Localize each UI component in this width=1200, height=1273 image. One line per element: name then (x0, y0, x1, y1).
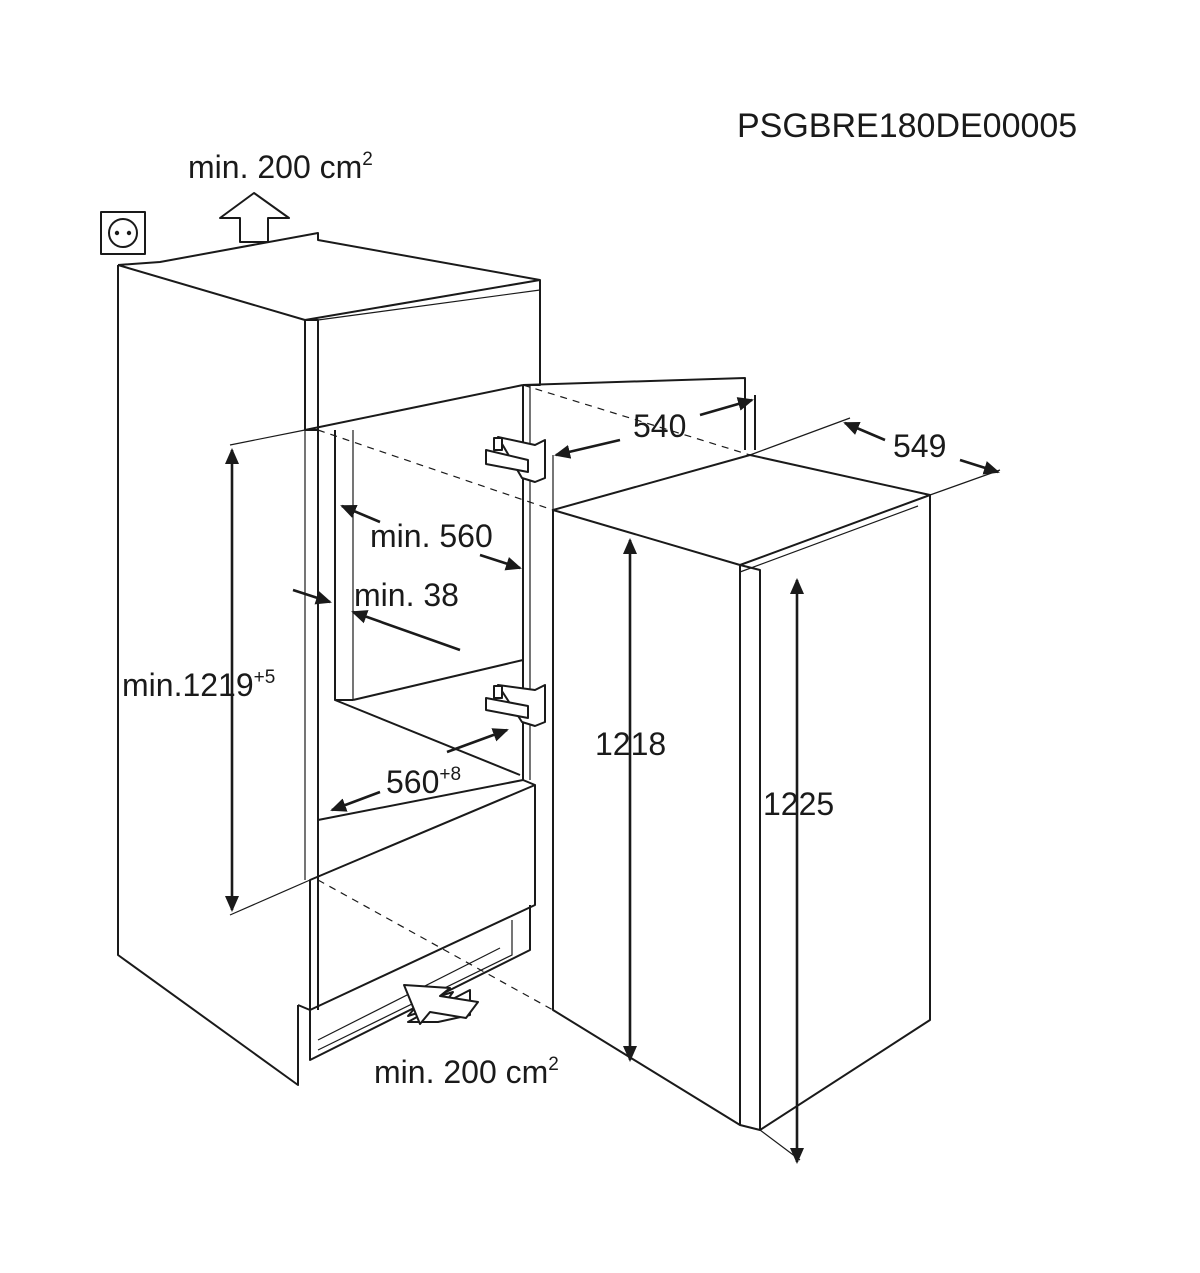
airflow-arrow-in-shape (403, 984, 479, 1025)
label-niche-height-sup: +5 (253, 667, 276, 688)
label-top-vent-sup: 2 (362, 149, 373, 170)
label-bottom-vent-sup: 2 (548, 1054, 559, 1075)
power-socket-icon (100, 211, 146, 255)
appliance (552, 454, 931, 1131)
document-code: PSGBRE180DE00005 (737, 107, 1078, 145)
label-min-38: min. 38 (354, 577, 459, 613)
label-min-560: min. 560 (370, 518, 493, 554)
hinge-bottom (485, 684, 546, 727)
label-depth-540: 540 (633, 408, 687, 444)
dimension-lines (225, 397, 1001, 1164)
label-niche-width-text: 560 (386, 764, 440, 800)
label-niche-width: 560+8 (386, 765, 461, 798)
label-niche-width-sup: +8 (439, 764, 462, 785)
airflow-arrow-up-icon (219, 192, 290, 243)
hinge-top (485, 436, 546, 483)
label-top-vent-text: min. 200 cm (188, 149, 363, 185)
cabinet-niche (117, 232, 541, 1086)
label-niche-height-text: min.1219 (122, 667, 254, 703)
label-door-height: 1225 (763, 786, 835, 822)
label-top-vent: min. 200 cm2 (188, 150, 373, 183)
label-appliance-height: 1218 (595, 726, 667, 762)
label-depth-549: 549 (893, 428, 947, 464)
label-bottom-vent-text: min. 200 cm (374, 1054, 549, 1090)
label-niche-height: min.1219+5 (122, 668, 275, 701)
label-bottom-vent: min. 200 cm2 (374, 1055, 559, 1088)
